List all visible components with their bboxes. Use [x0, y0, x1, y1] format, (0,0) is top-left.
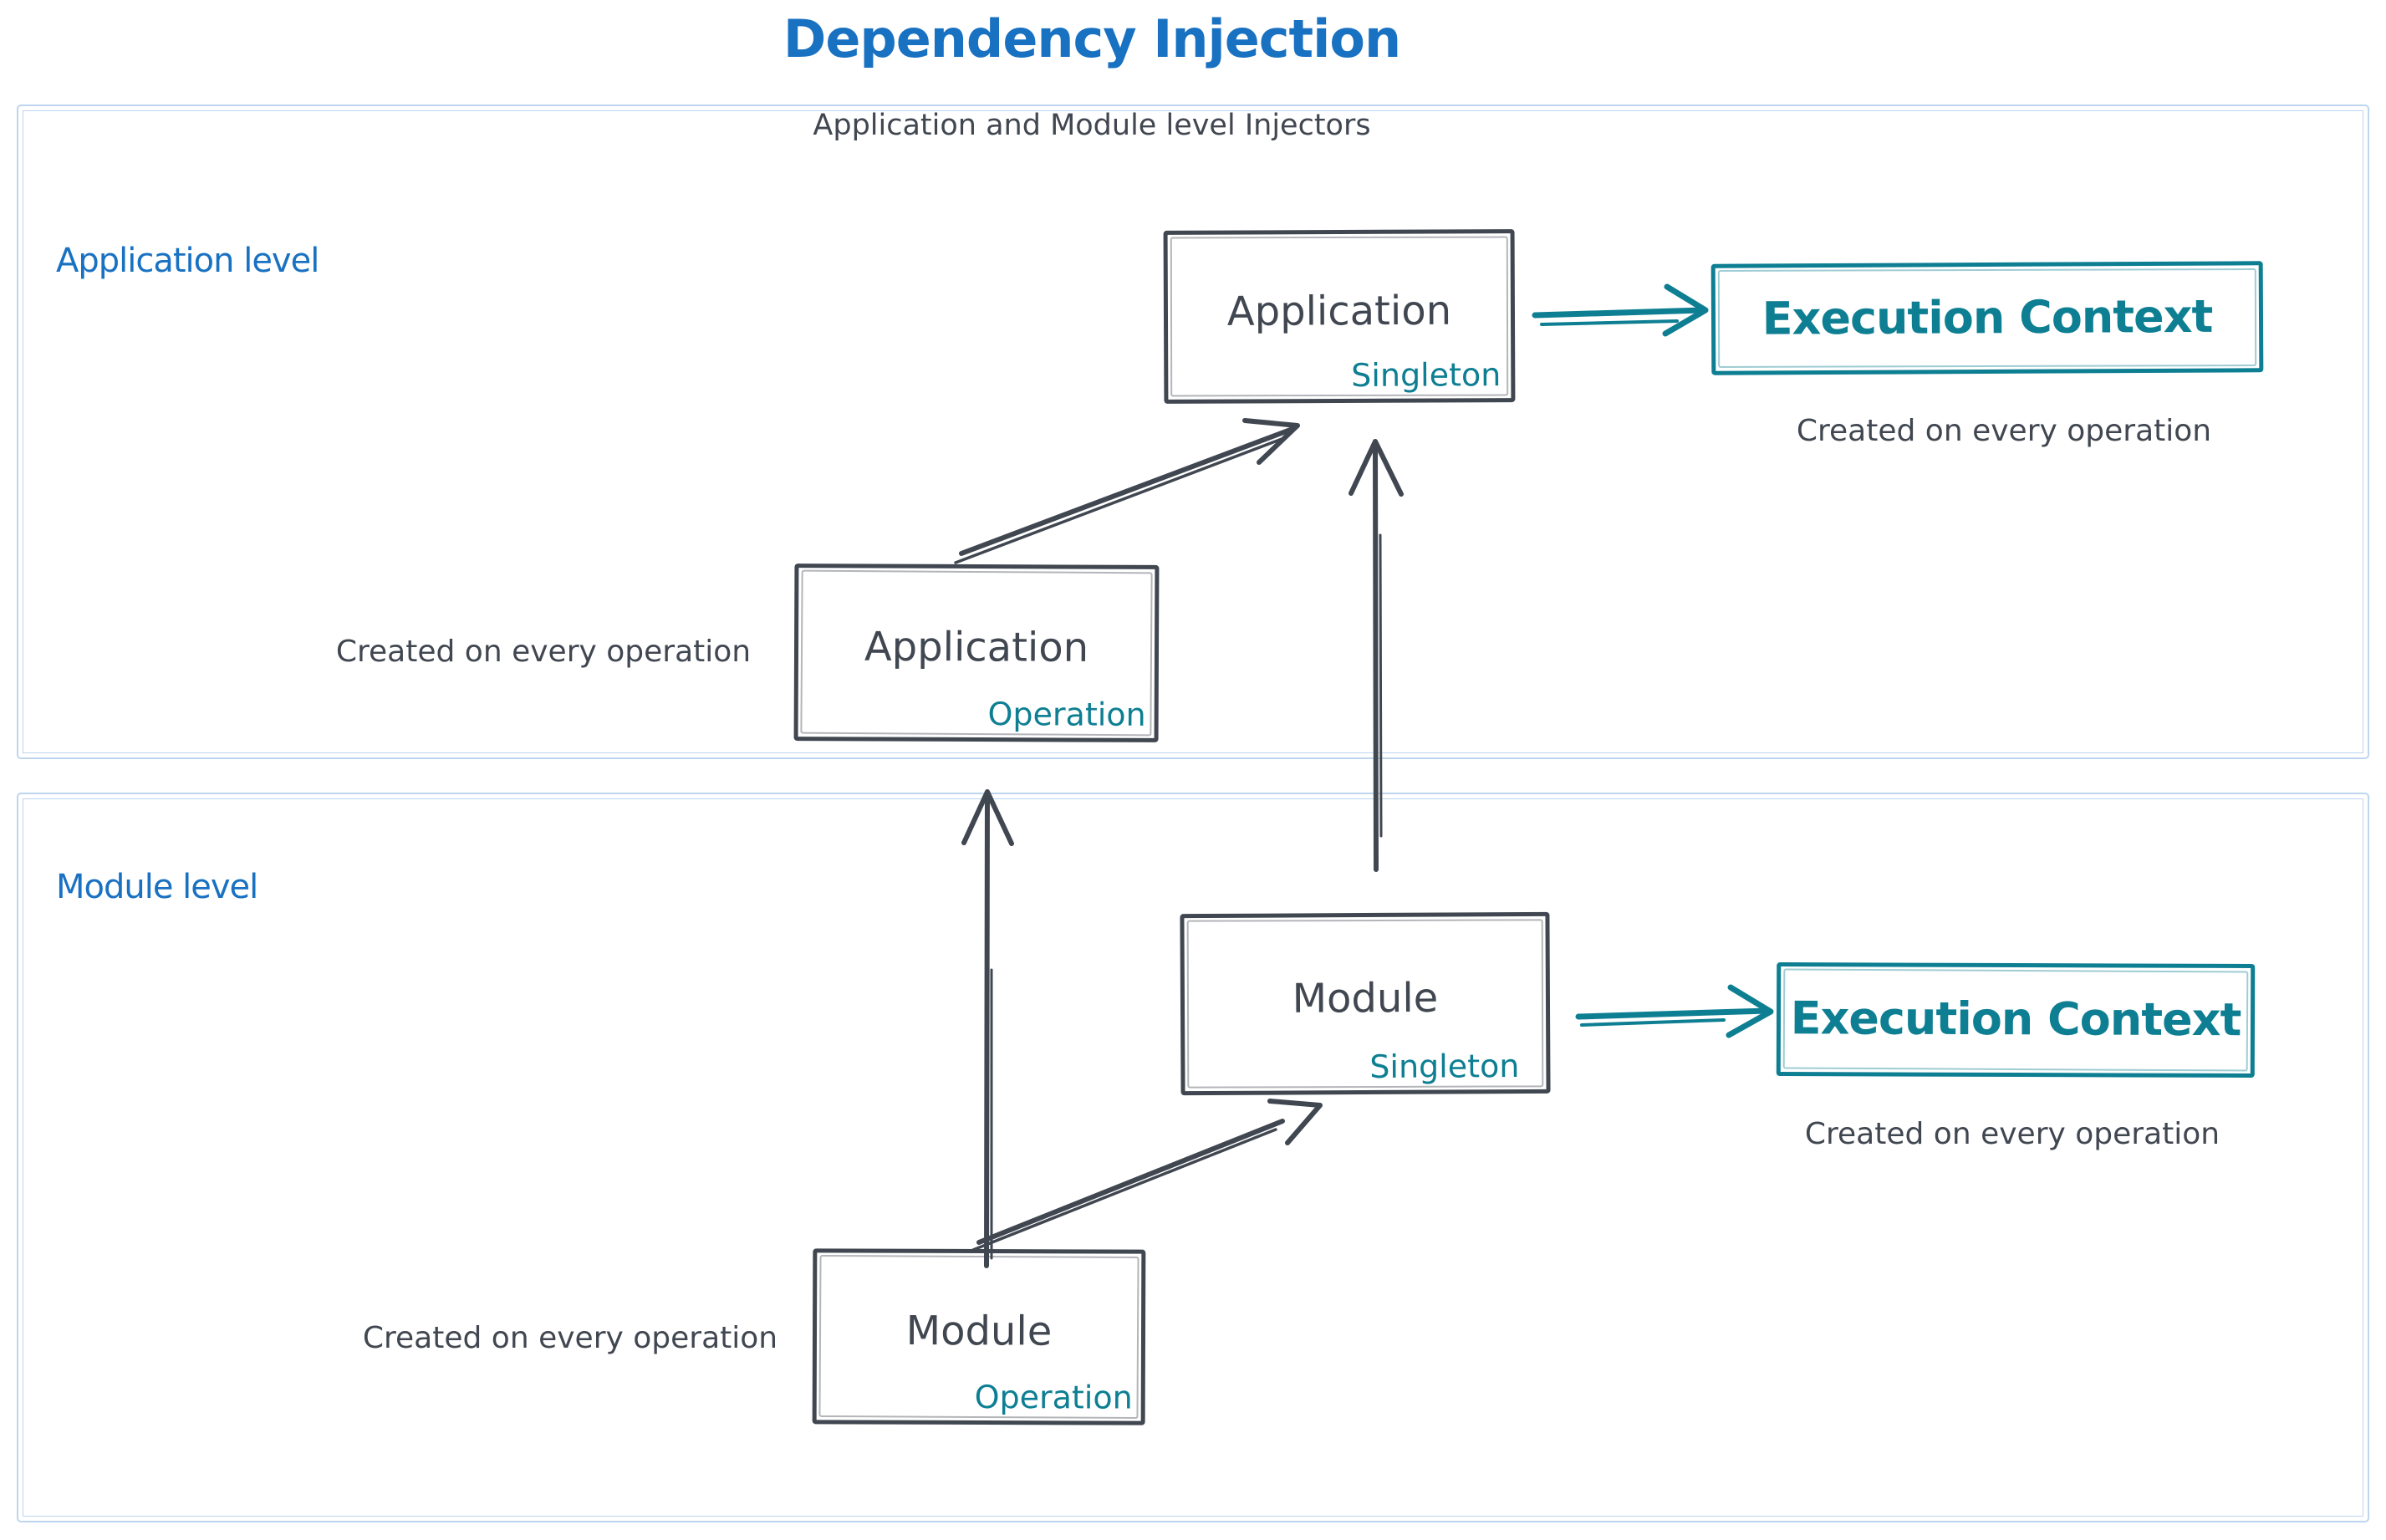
- application-execution-context-label: Execution Context: [1761, 289, 2213, 345]
- module-singleton-box: Module Singleton: [1180, 911, 1551, 1096]
- diagram-title: Dependency Injection: [783, 8, 1401, 69]
- application-level-frame: Application level Application Singleton …: [17, 105, 2369, 759]
- application-singleton-title: Application: [1226, 287, 1452, 335]
- application-singleton-scope-tag: Singleton: [1351, 356, 1501, 394]
- module-operation-title: Module: [905, 1307, 1053, 1355]
- module-execution-context-caption: Created on every operation: [1804, 1117, 2220, 1151]
- module-operation-box: Module Operation: [812, 1248, 1146, 1425]
- module-execution-context-box: Execution Context: [1776, 962, 2256, 1078]
- module-execution-context-label: Execution Context: [1790, 992, 2241, 1047]
- module-operation-caption: Created on every operation: [362, 1321, 778, 1355]
- module-singleton-title: Module: [1292, 974, 1439, 1022]
- application-level-label: Application level: [56, 242, 319, 280]
- application-singleton-box: Application Singleton: [1163, 229, 1516, 404]
- application-operation-title: Application: [864, 623, 1089, 671]
- module-level-frame: Module level Module Singleton Module Ope…: [17, 793, 2369, 1522]
- application-execution-context-caption: Created on every operation: [1796, 414, 2212, 448]
- application-operation-box: Application Operation: [793, 563, 1160, 742]
- module-level-label: Module level: [56, 868, 258, 906]
- application-operation-caption: Created on every operation: [335, 635, 752, 669]
- application-operation-scope-tag: Operation: [987, 696, 1146, 733]
- module-singleton-scope-tag: Singleton: [1369, 1048, 1520, 1085]
- application-execution-context-box: Execution Context: [1710, 261, 2264, 375]
- module-operation-scope-tag: Operation: [974, 1378, 1133, 1416]
- diagram-subtitle: Application and Module level Injectors: [813, 109, 1371, 142]
